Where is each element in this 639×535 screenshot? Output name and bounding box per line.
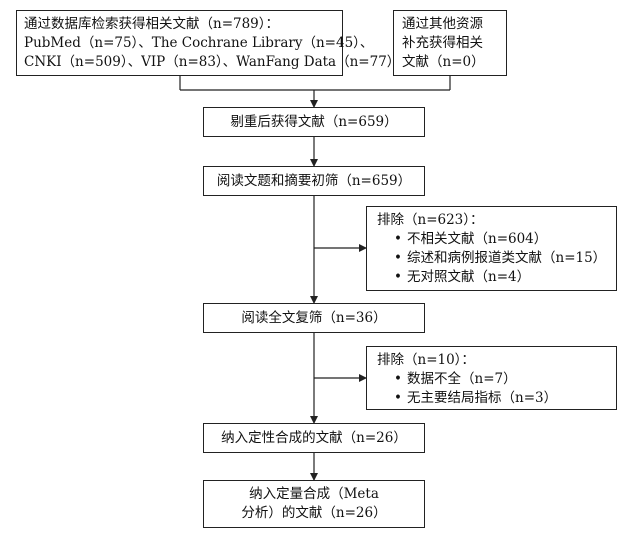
qualitative-synthesis-box [203,423,425,453]
other-sources-line1: 通过其他资源 [402,16,483,32]
quantitative-synthesis-line1: 纳入定量合成（Meta [249,486,379,502]
database-search-line3: CNKI（n=509）、VIP（n=83）、WanFang Data（n=77） [24,54,401,70]
exclusion-box-1 [366,206,617,291]
quantitative-synthesis-box [203,480,425,528]
exclusion-2-title: 排除（n=10）： [377,352,475,368]
title-screen-box [203,166,425,196]
exclusion-1-item-1: 不相关文献（n=604） [407,231,548,247]
other-sources-line3: 文献（n=0） [402,54,485,70]
exclusion-2-bullet-1: • [394,371,402,387]
exclusion-1-item-2: 综述和病例报道类文献（n=15） [407,250,607,266]
qualitative-synthesis-label: 纳入定性合成的文献（n=26） [221,430,407,446]
exclusion-1-title: 排除（n=623）： [377,212,484,228]
other-sources-line2: 补充获得相关 [402,35,483,51]
exclusion-1-bullet-1: • [394,231,402,247]
other-sources-box [393,10,507,76]
dedup-label: 剔重后获得文献（n=659） [230,114,398,130]
database-search-line2: PubMed（n=75）、The Cochrane Library（n=45）、 [24,35,374,51]
fulltext-screen-label: 阅读全文复筛（n=36） [241,310,387,326]
dedup-box [203,107,425,137]
exclusion-1-bullet-3: • [394,269,402,285]
database-search-line1: 通过数据库检索获得相关文献（n=789）： [24,16,280,32]
exclusion-2-item-2: 无主要结局指标（n=3） [407,390,558,406]
exclusion-1-item-3: 无对照文献（n=4） [407,269,531,285]
exclusion-box-2 [366,346,617,410]
quantitative-synthesis-line2: 分析）的文献（n=26） [241,505,387,521]
database-search-box [16,10,343,76]
exclusion-2-item-1: 数据不全（n=7） [407,371,517,387]
exclusion-2-bullet-2: • [394,390,402,406]
exclusion-1-bullet-2: • [394,250,402,266]
title-screen-label: 阅读文题和摘要初筛（n=659） [216,173,412,189]
fulltext-screen-box [203,303,425,333]
